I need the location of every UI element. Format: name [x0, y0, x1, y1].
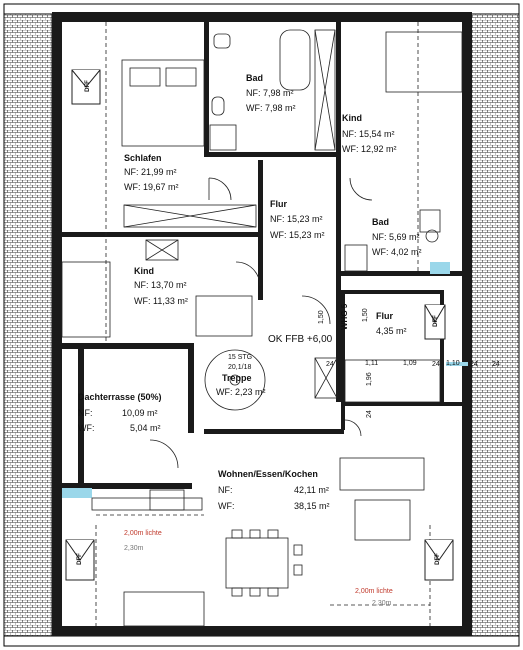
room-wohnen-wf-label: WF: [218, 501, 235, 511]
room-kind-left-name: Kind [134, 266, 154, 276]
room-wohnen-name: Wohnen/Essen/Kochen [218, 469, 318, 479]
dim-24e: 24 [366, 410, 373, 418]
room-dachterrasse-nf-value: 10,09 m² [122, 408, 158, 418]
roof-edges [3, 3, 520, 647]
room-flur-main-nf: NF: 15,23 m² [270, 214, 323, 224]
dim-24b: 24 [470, 361, 478, 368]
room-flur-main-wf: WF: 15,23 m² [270, 230, 325, 240]
clearance-left-height: 2,30m [124, 545, 144, 552]
room-bad-right-nf: NF: 5,69 m² [372, 232, 420, 242]
dim-111: 1,11 [365, 360, 379, 367]
room-wohnen-nf-label: NF: [218, 485, 233, 495]
dff-tag-4: DFF [434, 553, 441, 565]
walls [52, 12, 472, 636]
room-kind-left-wf: WF: 11,33 m² [134, 296, 188, 306]
clearance-right-label: 2,00m lichte [355, 588, 393, 595]
clearance-right-height: 2,30m [372, 600, 392, 607]
dim-109: 1,09 [403, 360, 417, 367]
room-dachterrasse-name: Dachterrasse (50%) [78, 392, 162, 402]
room-bad-right-wf: WF: 4,02 m² [372, 247, 422, 257]
room-kind-top-nf: NF: 15,54 m² [342, 129, 395, 139]
dim-150b: 1,50 [362, 308, 369, 322]
room-bad-top-wf: WF: 7,98 m² [246, 103, 296, 113]
room-wohnen-wf-value: 38,15 m² [294, 501, 330, 511]
room-kind-top-name: Kind [342, 113, 362, 123]
room-bad-right-name: Bad [372, 217, 390, 227]
clearance-left-label: 2,00m lichte [124, 530, 162, 537]
dff-tag-1: DFF [84, 80, 91, 92]
dim-110: 1,10 [446, 360, 460, 367]
stair-ratio: 20,1/18 [228, 364, 252, 371]
room-flur-small-area: 4,35 m² [376, 326, 407, 336]
dim-150a: 1,50 [318, 310, 325, 324]
room-schlafen-wf: WF: 19,67 m² [124, 182, 179, 192]
furniture [61, 22, 463, 627]
room-bad-top-name: Bad [246, 73, 264, 83]
room-kind-top-wf: WF: 12,92 m² [342, 144, 397, 154]
room-flur-small-name: Flur [376, 311, 393, 321]
dff-tag-2: DFF [432, 315, 439, 327]
dim-196: 1,96 [366, 372, 373, 386]
skylights [65, 69, 468, 581]
dim-24c: 24 [492, 361, 500, 368]
room-kind-left-nf: NF: 13,70 m² [134, 280, 187, 290]
stair-steps: 15 STG [228, 354, 253, 361]
room-bad-top-nf: NF: 7,98 m² [246, 88, 294, 98]
dim-24a: 24 [326, 361, 334, 368]
room-flur-main-name: Flur [270, 199, 287, 209]
room-dachterrasse-wf-label: WF: [78, 423, 95, 433]
stair-name: Treppe [222, 373, 252, 383]
room-dachterrasse-wf-value: 5,04 m² [130, 423, 161, 433]
level-label: OK FFB +6,00 [268, 334, 333, 345]
room-dachterrasse-nf-label: NF: [78, 408, 93, 418]
whg-label: WHG 5 [340, 303, 349, 330]
stair-wf: WF: 2,23 m² [216, 387, 266, 397]
room-wohnen-nf-value: 42,11 m² [294, 485, 329, 495]
dff-tag-3: DFF [76, 553, 83, 565]
room-schlafen-nf: NF: 21,99 m² [124, 167, 177, 177]
dim-24d: 24 [432, 361, 440, 368]
room-schlafen-name: Schlafen [124, 153, 162, 163]
spiral-stair [204, 349, 266, 411]
